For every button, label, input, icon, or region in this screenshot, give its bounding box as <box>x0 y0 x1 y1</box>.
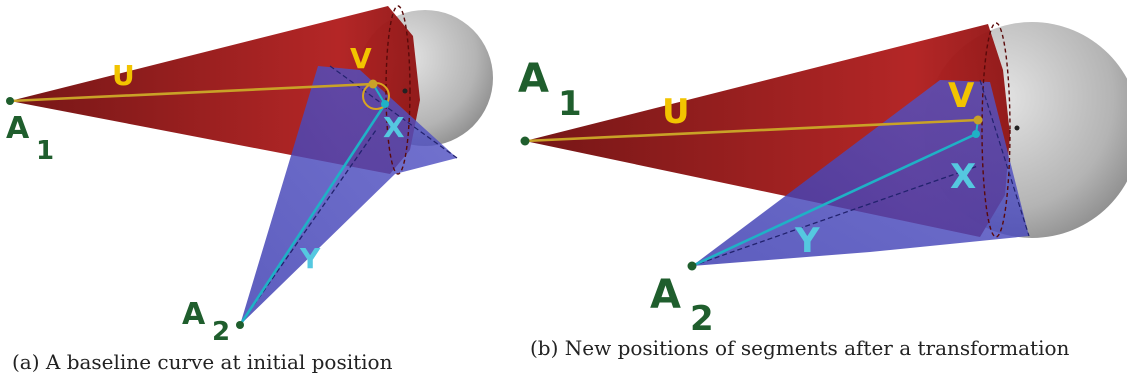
label-a1: A <box>6 111 30 146</box>
label-u: U <box>112 59 135 92</box>
panel-b: U V X Y A 1 A 2 (b) New positions of seg… <box>510 0 1127 390</box>
segment-u <box>524 118 979 143</box>
label-a1: A <box>518 56 549 102</box>
segment-u <box>9 82 374 103</box>
label-v: V <box>350 42 372 75</box>
label-u: U <box>662 92 690 132</box>
point-a2 <box>687 261 697 271</box>
blue-cone-rim-dash <box>979 79 1030 237</box>
label-a1-sub: 1 <box>558 84 582 124</box>
label-x: X <box>950 157 976 197</box>
diagram-b: U V X Y A 1 A 2 <box>518 22 1127 339</box>
label-v: V <box>948 76 975 116</box>
label-a1-sub: 1 <box>36 136 54 166</box>
segment-y <box>691 132 977 268</box>
label-a2: A <box>182 297 206 332</box>
point-a2 <box>236 321 244 329</box>
segment-y <box>238 103 387 326</box>
caption-a: (a) A baseline curve at initial position <box>12 350 393 374</box>
point-center <box>402 88 408 94</box>
blue-cone <box>240 66 457 325</box>
label-y: Y <box>299 242 321 275</box>
label-x: X <box>383 111 405 144</box>
label-a2-sub: 2 <box>690 299 714 339</box>
label-a2-sub: 2 <box>212 317 230 347</box>
label-y: Y <box>794 221 820 261</box>
blue-cone-rim-dash <box>329 65 458 159</box>
point-v <box>368 79 378 89</box>
point-x <box>972 130 980 138</box>
point-x <box>381 100 389 108</box>
blue-cone <box>692 80 1029 266</box>
panel-a: U V X Y A 1 A 2 (a) A baseline curve at … <box>0 0 510 390</box>
point-v <box>973 115 983 125</box>
point-center <box>1014 125 1020 131</box>
red-cone-base <box>385 5 411 175</box>
red-cone-base <box>981 22 1011 238</box>
label-a2: A <box>650 272 681 318</box>
blue-cone-dash <box>691 165 979 267</box>
caption-b: (b) New positions of segments after a tr… <box>530 336 1070 360</box>
point-a1 <box>520 136 530 146</box>
point-a1 <box>6 97 14 105</box>
diagram-a: U V X Y A 1 A 2 <box>6 5 493 347</box>
